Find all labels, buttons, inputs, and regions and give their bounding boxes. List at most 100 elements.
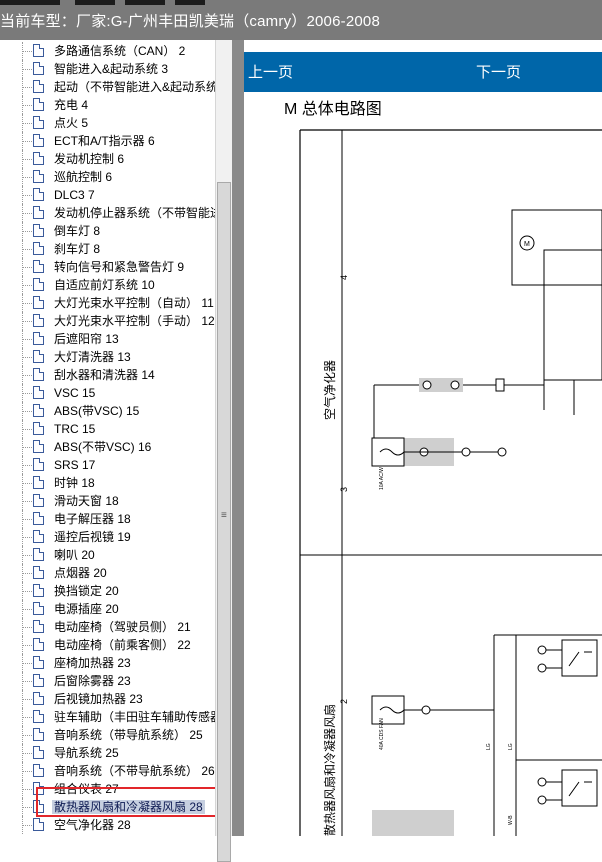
tree-item[interactable]: 散热器风扇和冷凝器风扇 28 bbox=[0, 798, 218, 816]
tree-item-label: 多路通信系统（CAN） 2 bbox=[54, 44, 186, 58]
tree-item-label: 大灯光束水平控制（自动） 11 bbox=[54, 296, 214, 310]
tree-item[interactable]: 点烟器 20 bbox=[0, 564, 218, 582]
tree-item[interactable]: 电动座椅（前乘客侧） 22 bbox=[0, 636, 218, 654]
panel-divider[interactable] bbox=[232, 40, 244, 836]
tree-item[interactable]: 自适应前灯系统 10 bbox=[0, 276, 218, 294]
tree-item[interactable]: VSC 15 bbox=[0, 384, 218, 402]
tree-item[interactable]: 座椅加热器 23 bbox=[0, 654, 218, 672]
tree-branch-line bbox=[22, 510, 33, 528]
tree-item[interactable]: 多路通信系统（CAN） 2 bbox=[0, 42, 218, 60]
tree-item[interactable]: 刹车灯 8 bbox=[0, 240, 218, 258]
tree-item[interactable]: 音响系统（不带导航系统） 26 bbox=[0, 762, 218, 780]
tree-item[interactable]: DLC3 7 bbox=[0, 186, 218, 204]
tree-item-label: 换挡锁定 20 bbox=[54, 584, 119, 598]
tree-item[interactable]: 喇叭 20 bbox=[0, 546, 218, 564]
tree-item[interactable]: 电子解压器 18 bbox=[0, 510, 218, 528]
tree-item[interactable]: 时钟 18 bbox=[0, 474, 218, 492]
tree-item[interactable]: 大灯光束水平控制（手动） 12 bbox=[0, 312, 218, 330]
document-icon bbox=[33, 188, 44, 201]
tree-item[interactable]: 大灯清洗器 13 bbox=[0, 348, 218, 366]
tree-item-label: 刮水器和清洗器 14 bbox=[54, 368, 155, 382]
section-label-air-purifier: 空气净化器 bbox=[322, 360, 337, 420]
relay-box bbox=[561, 769, 598, 807]
tree-item[interactable]: TRC 15 bbox=[0, 420, 218, 438]
tree-item[interactable]: ECT和A/T指示器 6 bbox=[0, 132, 218, 150]
tree-item[interactable]: 后窗除雾器 23 bbox=[0, 672, 218, 690]
tree-item[interactable]: 巡航控制 6 bbox=[0, 168, 218, 186]
grid-number-3: 3 bbox=[339, 487, 349, 492]
connector-pin bbox=[461, 447, 471, 457]
document-icon bbox=[33, 476, 44, 489]
fuse-label: 10A AC/W bbox=[379, 467, 385, 490]
document-icon bbox=[33, 710, 44, 723]
tree-item[interactable]: ABS(带VSC) 15 bbox=[0, 402, 218, 420]
wire-label: LG bbox=[486, 743, 492, 750]
document-icon bbox=[33, 332, 44, 345]
tree-scrollbar[interactable]: ≡ bbox=[215, 40, 232, 862]
tree-item-label: TRC 15 bbox=[54, 422, 96, 436]
tree-branch-line bbox=[22, 600, 33, 618]
tree-branch-line bbox=[22, 672, 33, 690]
tree-item[interactable]: 点火 5 bbox=[0, 114, 218, 132]
tree-item[interactable]: 电源插座 20 bbox=[0, 600, 218, 618]
tree-branch-line bbox=[22, 384, 33, 402]
connector-pin bbox=[537, 645, 547, 655]
tree-item[interactable]: 导航系统 25 bbox=[0, 744, 218, 762]
tree-item[interactable]: 智能进入&起动系统 3 bbox=[0, 60, 218, 78]
tree-item[interactable]: 倒车灯 8 bbox=[0, 222, 218, 240]
document-icon bbox=[33, 314, 44, 327]
prev-page-button[interactable]: 上一页 bbox=[248, 64, 294, 81]
tree-item-label: ECT和A/T指示器 6 bbox=[54, 134, 155, 148]
tree-item-label: 转向信号和紧急警告灯 9 bbox=[54, 260, 185, 274]
tree-item[interactable]: 发动机控制 6 bbox=[0, 150, 218, 168]
taskbar-strip bbox=[75, 0, 115, 5]
tree-item-label: 滑动天窗 18 bbox=[54, 494, 119, 508]
tree-item[interactable]: SRS 17 bbox=[0, 456, 218, 474]
selection-highlight-box bbox=[36, 787, 222, 817]
tree-item-label: 组合仪表 27 bbox=[54, 782, 119, 796]
tree-item[interactable]: 驻车辅助（丰田驻车辅助传感器 bbox=[0, 708, 222, 726]
tree-item[interactable]: 换挡锁定 20 bbox=[0, 582, 218, 600]
tree-item[interactable]: 起动（不带智能进入&起动系统 bbox=[0, 78, 218, 96]
tree-item[interactable]: 遥控后视镜 19 bbox=[0, 528, 218, 546]
scroll-grip-icon: ≡ bbox=[221, 510, 227, 521]
tree-item[interactable]: 电动座椅（驾驶员侧） 21 bbox=[0, 618, 218, 636]
tree-branch-line bbox=[22, 636, 33, 654]
tree-branch-line bbox=[22, 618, 33, 636]
window-title: 当前车型：厂家:G-广州丰田凯美瑞（camry）2006-2008 bbox=[0, 13, 380, 30]
tree-item-label: 喇叭 20 bbox=[54, 548, 95, 562]
tree-item[interactable]: 刮水器和清洗器 14 bbox=[0, 366, 218, 384]
tree-item[interactable]: 发动机停止器系统（不带智能进 bbox=[0, 204, 222, 222]
next-page-button[interactable]: 下一页 bbox=[476, 64, 522, 81]
tree-item-label: ABS(不带VSC) 16 bbox=[54, 440, 152, 454]
document-icon bbox=[33, 674, 44, 687]
tree-item-label: 巡航控制 6 bbox=[54, 170, 113, 184]
document-icon bbox=[33, 692, 44, 705]
tree-item[interactable]: 后视镜加热器 23 bbox=[0, 690, 218, 708]
tree-item-label: 驻车辅助（丰田驻车辅助传感器 bbox=[54, 710, 223, 724]
tree-item[interactable]: 后遮阳帘 13 bbox=[0, 330, 218, 348]
purifier-motor-box bbox=[511, 209, 602, 286]
scrollbar-thumb[interactable]: ≡ bbox=[217, 182, 231, 862]
tree-item[interactable]: 大灯光束水平控制（自动） 11 bbox=[0, 294, 218, 312]
document-icon bbox=[33, 422, 44, 435]
connector-pin bbox=[497, 447, 507, 457]
document-icon bbox=[33, 44, 44, 57]
tree-item[interactable]: 滑动天窗 18 bbox=[0, 492, 218, 510]
tree-item-label: 倒车灯 8 bbox=[54, 224, 101, 238]
tree-branch-line bbox=[22, 330, 33, 348]
document-icon bbox=[33, 494, 44, 507]
tree-item[interactable]: 空气净化器 28 bbox=[0, 816, 218, 834]
wire-label: LG bbox=[508, 743, 514, 750]
tree-branch-line bbox=[22, 708, 33, 726]
document-icon bbox=[33, 242, 44, 255]
tree-item-label: 发动机停止器系统（不带智能进 bbox=[54, 206, 223, 220]
tree-item[interactable]: ABS(不带VSC) 16 bbox=[0, 438, 218, 456]
tree-item-label: 点火 5 bbox=[54, 116, 89, 130]
tree-item[interactable]: 充电 4 bbox=[0, 96, 218, 114]
document-icon bbox=[33, 368, 44, 381]
tree-item[interactable]: 音响系统（带导航系统） 25 bbox=[0, 726, 218, 744]
tree-item[interactable]: 转向信号和紧急警告灯 9 bbox=[0, 258, 218, 276]
tree-branch-line bbox=[22, 186, 33, 204]
